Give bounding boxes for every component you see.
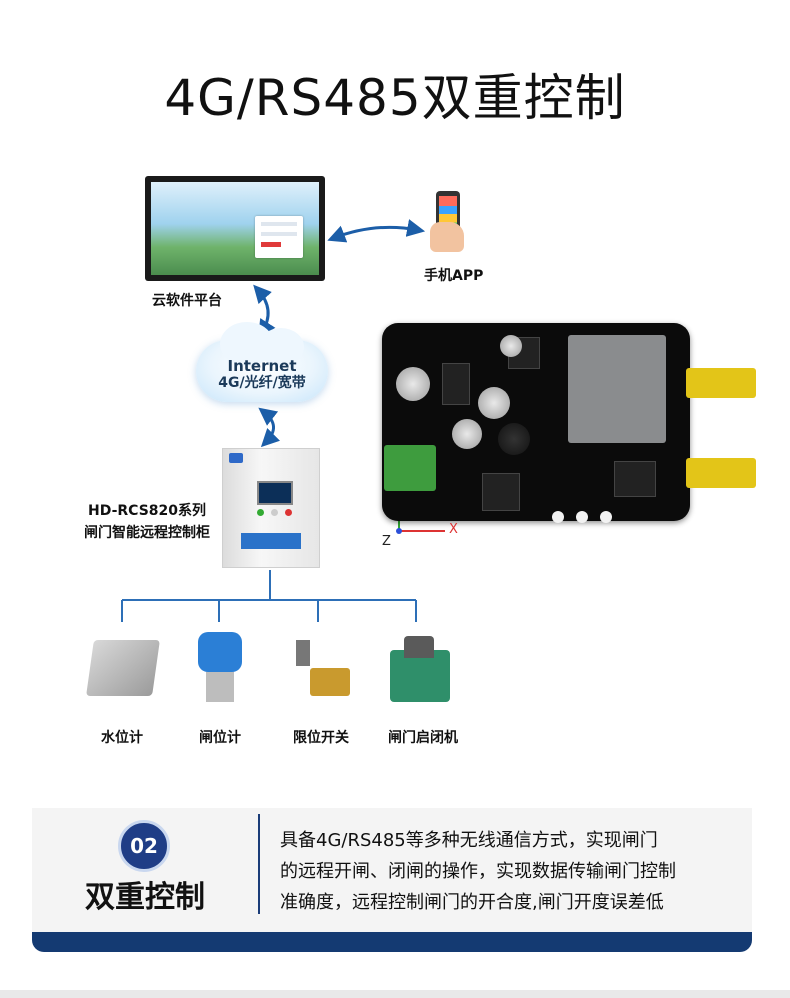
module-chip — [568, 335, 666, 443]
ic-chip — [482, 473, 520, 511]
network-line2: 4G/光纤/宽带 — [218, 375, 306, 391]
panel-divider — [258, 814, 260, 914]
terminal-block — [384, 445, 436, 491]
axis-x-label: X — [449, 522, 458, 537]
led — [552, 511, 564, 523]
ic-chip — [614, 461, 656, 497]
control-cabinet — [222, 448, 320, 568]
arrow-monitor-phone — [327, 219, 426, 243]
antenna-connector — [686, 368, 756, 398]
cloud-icon — [196, 322, 328, 402]
device-label-gate-hoist: 闸门启闭机 — [388, 730, 458, 746]
cabinet-line2: 闸门智能远程控制柜 — [84, 525, 210, 541]
water-level-gauge-icon — [86, 640, 160, 696]
device-tree-lines — [121, 570, 417, 622]
arrow-cloud-cabinet — [258, 407, 281, 448]
gate-hoist-icon — [390, 636, 450, 706]
device-label-gate-position: 闸位计 — [199, 730, 241, 746]
limit-switch-icon — [296, 640, 352, 704]
axis-z-label: Z — [382, 534, 391, 549]
cabinet-button-grey — [271, 509, 278, 516]
feature-panel-base — [32, 932, 752, 952]
network-line1: Internet — [227, 357, 297, 375]
buzzer — [498, 423, 530, 455]
cloud-platform-label: 云软件平台 — [152, 293, 222, 309]
gate-position-gauge-icon — [198, 632, 242, 704]
device-label-limit-switch: 限位开关 — [293, 730, 349, 746]
cabinet-button-green — [257, 509, 264, 516]
capacitor — [500, 335, 522, 357]
footer-strip — [0, 990, 790, 998]
feature-description-line: 具备4G/RS485等多种无线通信方式，实现闸门 — [280, 830, 658, 851]
cabinet-line1: HD-RCS820系列 — [87, 503, 207, 519]
capacitor — [478, 387, 510, 419]
antenna-connector — [686, 458, 756, 488]
cabinet-label: HD-RCS820系列 闸门智能远程控制柜 — [72, 500, 222, 542]
device-label-water-level: 水位计 — [101, 730, 143, 746]
circuit-board — [382, 323, 690, 523]
capacitor — [396, 367, 430, 401]
number-badge: 02 — [118, 820, 170, 872]
feature-description-line: 准确度，远程控制闸门的开合度,闸门开度误差低 — [280, 892, 664, 913]
capacitor — [452, 419, 482, 449]
hand-icon — [430, 222, 464, 252]
mobile-app-label: 手机APP — [424, 268, 484, 284]
led — [600, 511, 612, 523]
feature-description-line: 的远程开闸、闭闸的操作，实现数据传输闸门控制 — [280, 861, 676, 882]
monitor-screen — [151, 182, 319, 275]
cabinet-screen — [257, 481, 293, 505]
cabinet-strip — [241, 533, 301, 549]
ic-chip — [442, 363, 470, 405]
login-dialog — [255, 216, 303, 258]
cabinet-logo — [229, 453, 243, 463]
led — [576, 511, 588, 523]
feature-heading: 双重控制 — [85, 880, 205, 915]
page-title: 4G/RS485双重控制 — [164, 69, 626, 127]
cabinet-button-red — [285, 509, 292, 516]
network-label: Internet 4G/光纤/宽带 — [196, 358, 328, 392]
cloud-platform-monitor — [145, 176, 325, 281]
